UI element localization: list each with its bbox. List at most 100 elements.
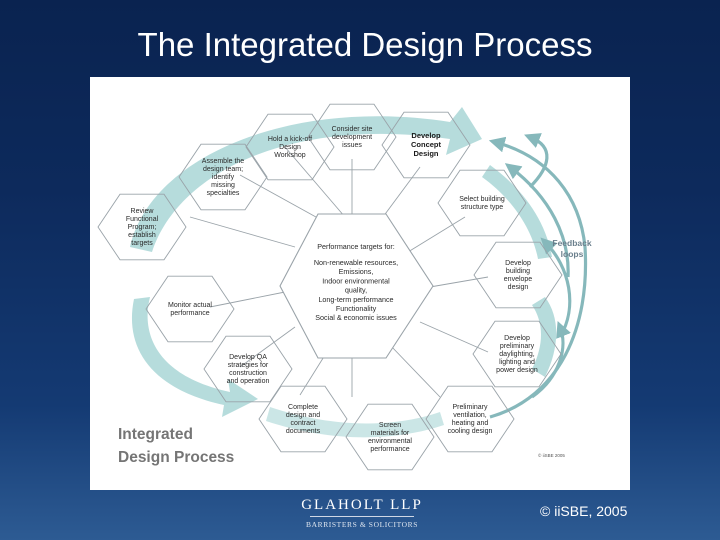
hexagon-label-line: Functional <box>126 216 159 223</box>
hexagon-label-line: construction <box>229 370 267 377</box>
diagram-title-line2: Design Process <box>118 449 234 466</box>
hexagon-label-line: Preliminary <box>452 404 488 411</box>
hexagon-outline <box>178 143 268 211</box>
feedback-label-line2: loops <box>561 249 584 259</box>
hexagon-outline <box>97 193 187 261</box>
hexagon-outline <box>245 113 335 181</box>
hexagon-label-line: Complete <box>288 404 318 411</box>
performance-target-item: Indoor environmental <box>322 276 390 285</box>
logo-subtitle: BARRISTERS & SOLICITORS <box>305 520 418 529</box>
hexagon-label-line: structure type <box>461 204 504 211</box>
hexagon-label-line: environmental <box>368 438 412 445</box>
hexagon-outline <box>258 385 348 453</box>
feedback-loop-arrows <box>488 133 588 419</box>
hexagon-label-line: Develop <box>504 335 530 342</box>
hexagon-label-line: cooling design <box>448 428 493 435</box>
hexagon-label-line: and operation <box>227 378 270 385</box>
performance-target-item: Functionality <box>336 304 377 313</box>
slide-copyright: © iiSBE, 2005 <box>540 503 628 519</box>
hexagon-label-line: issues <box>342 142 362 149</box>
hexagon-label-line: strategies for <box>228 362 269 369</box>
hexagon-label-line: Concept <box>411 140 442 149</box>
hexagon-label-line: Review <box>131 208 155 215</box>
hexagon-label-line: identify <box>212 174 235 181</box>
hexagon-label-line: Consider site <box>332 126 373 133</box>
hexagon-label-line: envelope <box>504 276 533 283</box>
center-spokes <box>189 146 489 398</box>
logo-divider <box>310 516 414 517</box>
logo-name: GLAHOLT LLP <box>301 497 423 513</box>
performance-target-item: quality, <box>345 286 367 295</box>
hexagon-label-line: design <box>508 284 529 291</box>
hexagon-outline <box>473 241 563 309</box>
hexagon-label-line: Assemble the <box>202 158 245 165</box>
hexagon-label-line: Program; <box>128 224 157 231</box>
hexagon-label-line: Workshop <box>274 152 305 159</box>
hexagon-label-line: ventilation, <box>453 412 487 419</box>
hexagon-label-line: missing <box>211 182 235 189</box>
diagram-copyright: © iiSBE 2005 <box>538 452 565 458</box>
hexagon-label-line: design and <box>286 412 320 419</box>
hexagon-label-line: Hold a kick-off <box>268 136 312 143</box>
hexagon-label-line: preliminary <box>500 343 535 350</box>
hexagon-label-line: Develop <box>411 131 441 140</box>
diagram-title-line1: Integrated <box>118 426 193 443</box>
hexagon-label-line: contract <box>291 420 316 427</box>
hexagon-outline <box>345 403 435 471</box>
feedback-label-line1: Feedback <box>552 238 591 248</box>
hexagon-label-line: establish <box>128 232 156 239</box>
hexagon-outline <box>437 169 527 237</box>
hexagon-label-line: development <box>332 134 372 141</box>
center-hexagon: Performance targets for: Non-renewable r… <box>279 213 434 359</box>
hexagon-label-line: performance <box>370 446 409 453</box>
hexagon-label-line: power design <box>496 367 538 374</box>
center-heading: Performance targets for: <box>317 242 395 251</box>
performance-target-item: Emissions, <box>339 267 374 276</box>
hexagon-outline <box>425 385 515 453</box>
performance-target-item: Social & economic issues <box>315 313 397 322</box>
slide-title: The Integrated Design Process <box>137 26 593 63</box>
hexagon-label-line: daylighting, <box>499 351 534 358</box>
hexagon-label-line: Select building <box>459 196 505 203</box>
performance-target-list: Non-renewable resources,Emissions,Indoor… <box>314 258 398 322</box>
hexagon-label-line: Develop QA <box>229 354 267 361</box>
hexagon-label-line: lighting and <box>499 359 535 366</box>
hexagon-label-line: Design <box>413 149 438 158</box>
hexagon-label-line: heating and <box>452 420 489 427</box>
hexagon-outline <box>472 320 562 388</box>
hexagon-label-line: Screen <box>379 422 401 429</box>
hexagon-outline <box>307 103 397 171</box>
hexagon-label-line: documents <box>286 428 321 435</box>
hexagon-label-line: Design <box>279 144 301 151</box>
hexagon-label-line: Develop <box>505 260 531 267</box>
performance-target-item: Long-term performance <box>318 295 393 304</box>
glaholt-logo: GLAHOLT LLP BARRISTERS & SOLICITORS <box>300 497 424 529</box>
hexagon-outline <box>145 275 235 343</box>
hexagon-label-line: design team; <box>203 166 243 173</box>
hexagon-label-line: targets <box>131 240 153 247</box>
process-flow-band <box>130 107 557 438</box>
performance-target-item: Non-renewable resources, <box>314 258 398 267</box>
hexagon-outline <box>203 335 293 403</box>
hexagon-label-line: materials for <box>371 430 410 437</box>
hexagon-label-line: Monitor actual <box>168 302 212 309</box>
hexagon-label-line: performance <box>170 310 209 317</box>
hexagon-label-line: building <box>506 268 530 275</box>
hexagon-outline <box>381 111 471 179</box>
hexagon-label-line: specialties <box>207 190 240 197</box>
